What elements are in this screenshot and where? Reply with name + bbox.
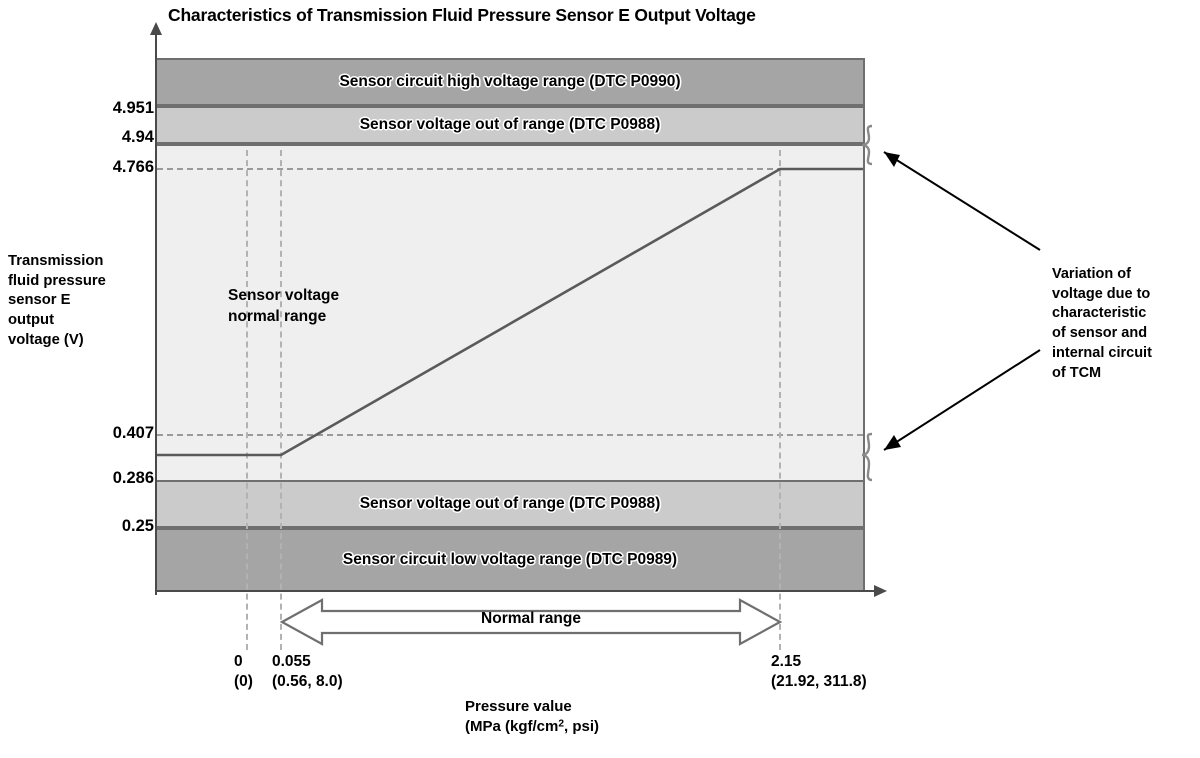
page-title: Characteristics of Transmission Fluid Pr…: [168, 5, 756, 25]
y-axis-title-line-5: voltage (V): [8, 331, 84, 348]
x-tick-label-0: 0 (0): [234, 652, 253, 693]
y-axis-line: [155, 30, 157, 595]
band-out-of-range-upper: Sensor voltage out of range (DTC P0988): [155, 106, 865, 144]
normal-range-arrow-icon: [279, 598, 783, 646]
x-tick-label-0-value: 0: [234, 653, 243, 670]
y-tick-label-4766: 4.766: [112, 158, 154, 176]
y-axis-title-line-4: output: [8, 312, 55, 329]
y-axis-title: Transmission fluid pressure sensor E out…: [8, 252, 153, 350]
normal-range-label: Normal range: [481, 610, 581, 627]
y-axis-title-line-1: Transmission: [8, 253, 104, 269]
x-axis-title: Pressure value (MPa (kgf/cm2, psi): [465, 697, 795, 738]
x-tick-label-215-value: 2.15: [771, 653, 802, 670]
variation-callout-line-5: internal circuit: [1052, 344, 1152, 361]
x-axis-title-line-2: (MPa (kgf/cm2, psi): [465, 717, 795, 737]
guide-line-x-0055: [280, 150, 282, 650]
x-tick-label-215: 2.15 (21.92, 311.8): [771, 652, 867, 693]
y-tick-label-494: 4.94: [121, 128, 154, 146]
guide-line-x-215: [779, 150, 781, 650]
x-tick-label-0055-value: 0.055: [272, 653, 311, 670]
x-tick-label-0055: 0.055 (0.56, 8.0): [272, 652, 343, 693]
guide-line-x-0: [246, 150, 248, 650]
y-tick-label-0286: 0.286: [112, 469, 154, 487]
variation-callout-graphics: [861, 124, 1041, 482]
guide-line-4766: [157, 168, 863, 170]
x-axis-title-line-1: Pressure value: [465, 698, 572, 715]
plot-border-right: [863, 58, 865, 592]
band-high-voltage-range: Sensor circuit high voltage range (DTC P…: [155, 58, 865, 106]
sensor-normal-range-note-line-2: normal range: [228, 308, 327, 326]
band-label-high-voltage: Sensor circuit high voltage range (DTC P…: [339, 73, 681, 90]
band-low-voltage-range: Sensor circuit low voltage range (DTC P0…: [155, 528, 865, 592]
sensor-normal-range-note: Sensor voltage normal range: [228, 285, 339, 328]
y-axis-title-line-2: fluid pressure: [8, 272, 106, 289]
band-out-of-range-lower: Sensor voltage out of range (DTC P0988): [155, 480, 865, 528]
variation-callout-line-3: characteristic: [1052, 305, 1147, 322]
x-tick-label-215-converted: (21.92, 311.8): [771, 673, 867, 691]
x-tick-label-0055-converted: (0.56, 8.0): [272, 673, 343, 691]
variation-callout-line-4: of sensor and: [1052, 325, 1148, 342]
variation-callout-line-2: voltage due to: [1052, 285, 1151, 302]
band-label-out-of-range-upper: Sensor voltage out of range (DTC P0988): [359, 116, 661, 133]
sensor-normal-range-note-line-1: Sensor voltage: [228, 287, 340, 304]
x-axis-title-line-2-post: , psi): [564, 718, 600, 736]
guide-line-0407: [157, 434, 863, 436]
variation-callout-text: Variation of voltage due to characterist…: [1052, 265, 1198, 383]
plot-area: Sensor circuit high voltage range (DTC P…: [155, 58, 865, 592]
y-axis-title-line-3: sensor E: [8, 292, 71, 309]
y-tick-label-0407: 0.407: [112, 424, 154, 442]
variation-callout-line-1: Variation of: [1052, 266, 1131, 282]
x-axis-title-line-2-pre: (MPa (kgf/cm: [465, 718, 559, 736]
band-label-out-of-range-lower: Sensor voltage out of range (DTC P0988): [359, 495, 661, 512]
x-axis-title-superscript: 2: [558, 718, 565, 730]
y-tick-label-4951: 4.951: [112, 99, 154, 117]
band-label-low-voltage: Sensor circuit low voltage range (DTC P0…: [342, 551, 678, 568]
x-tick-label-0-converted: (0): [234, 673, 253, 691]
y-axis-arrow-icon: [150, 22, 162, 35]
y-tick-label-025: 0.25: [121, 517, 154, 535]
band-normal-range: [155, 144, 865, 480]
sensor-output-curve: [157, 167, 863, 457]
x-axis-line: [155, 590, 880, 592]
variation-callout-line-6: of TCM: [1052, 364, 1102, 381]
x-axis-arrow-icon: [874, 585, 887, 597]
